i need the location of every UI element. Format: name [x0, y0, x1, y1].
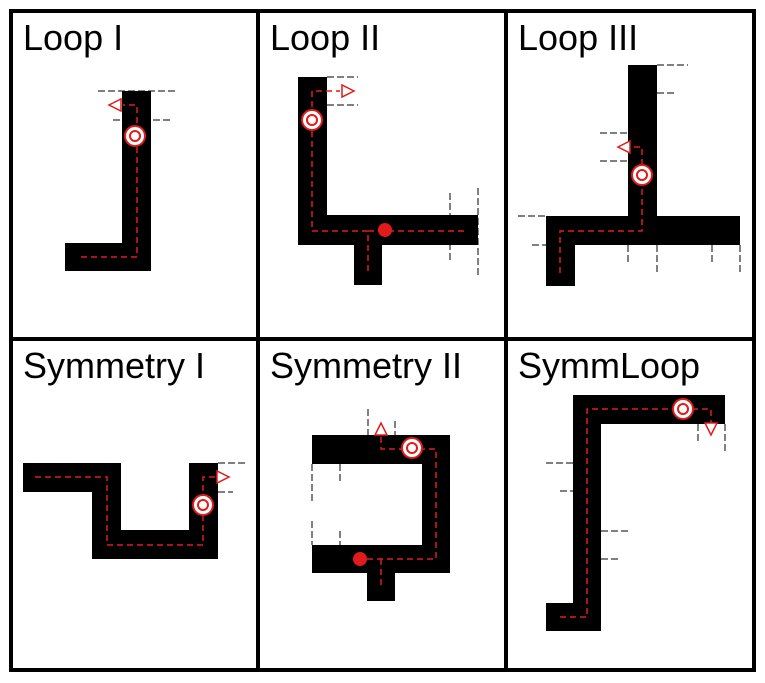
solution-path — [81, 104, 138, 258]
solution-path — [360, 437, 437, 587]
solution-path — [560, 408, 712, 618]
tick-marks — [518, 64, 741, 273]
maze-walls — [312, 435, 450, 601]
panel-symmetry-ii: Symmetry II — [260, 341, 504, 663]
tick-marks — [327, 76, 479, 275]
loop-i-diagram — [65, 90, 178, 271]
circle-ring-icon — [672, 398, 694, 420]
loop-iii-diagram — [518, 64, 741, 286]
symmetry-ii-diagram — [311, 409, 450, 601]
arrow-icon — [616, 139, 631, 155]
panel-title: SymmLoop — [518, 345, 701, 386]
panel-title: Symmetry II — [270, 345, 463, 386]
circle-ring-icon — [124, 125, 146, 147]
tick-marks — [218, 462, 245, 493]
solution-path — [559, 146, 643, 273]
filled-dot-icon — [353, 552, 367, 566]
arrow-icon — [216, 469, 231, 485]
maze-walls — [298, 77, 478, 285]
circle-ring-icon — [192, 494, 214, 516]
panel-loop-iii: Loop III — [508, 13, 752, 335]
puzzle-grid: Loop I Loop II — [9, 9, 756, 672]
arrow-icon — [107, 97, 122, 113]
circle-ring-icon — [301, 109, 323, 131]
arrow-icon — [373, 421, 389, 436]
grid-divider — [13, 337, 752, 341]
tick-marks — [546, 424, 726, 560]
symmetry-i-diagram — [23, 462, 245, 559]
arrow-icon — [341, 83, 356, 99]
panel-title: Symmetry I — [23, 345, 206, 386]
symmloop-diagram — [546, 395, 726, 631]
circle-ring-icon — [401, 437, 423, 459]
panel-title: Loop I — [23, 17, 124, 58]
maze-walls — [65, 91, 151, 271]
panel-loop-i: Loop I — [13, 13, 256, 335]
panel-loop-ii: Loop II — [260, 13, 504, 335]
filled-dot-icon — [378, 223, 392, 237]
solution-path — [311, 90, 465, 271]
panel-title: Loop III — [518, 17, 639, 58]
panel-title: Loop II — [270, 17, 381, 58]
tick-marks — [311, 409, 396, 545]
circle-ring-icon — [631, 164, 653, 186]
panel-symmetry-i: Symmetry I — [13, 341, 256, 663]
arrow-icon — [703, 422, 719, 437]
loop-ii-diagram — [298, 76, 479, 285]
solution-path — [35, 476, 217, 546]
panel-symmloop: SymmLoop — [508, 341, 752, 663]
tick-marks — [98, 90, 178, 121]
